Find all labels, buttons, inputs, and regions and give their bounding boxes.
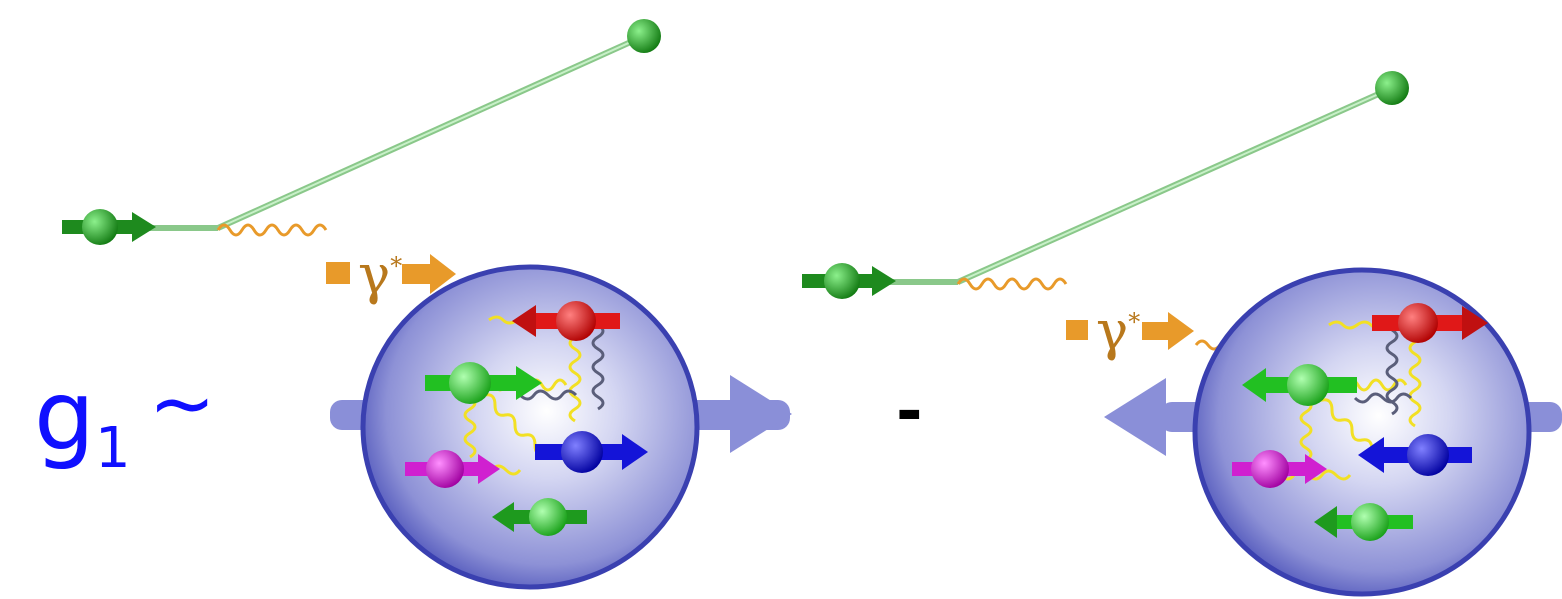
quark-darkgreen	[1314, 503, 1413, 541]
left-panel	[62, 19, 792, 590]
gluon-lines-dark	[1353, 328, 1413, 416]
virtual-photon-line	[216, 223, 328, 237]
quark-magenta	[1232, 450, 1327, 488]
photon-symbol: γ	[358, 243, 391, 306]
photon-star: *	[390, 252, 403, 280]
photon-label-left: γ*	[358, 248, 402, 302]
quark-red	[1372, 303, 1488, 343]
quark-red	[512, 301, 620, 341]
formula-relation: ~	[148, 357, 216, 450]
scattered-lepton	[1375, 71, 1409, 105]
quark-green	[1242, 364, 1357, 406]
quark-blue	[535, 431, 648, 473]
nucleon	[360, 264, 700, 590]
g1-formula: g1~	[34, 364, 216, 477]
formula-subscript: 1	[94, 416, 131, 481]
photon-symbol: γ	[1096, 299, 1129, 362]
photon-spin-arrow	[402, 254, 456, 294]
quark-green	[425, 362, 542, 404]
gluon-lines-dark	[518, 323, 605, 411]
quark-darkgreen	[492, 498, 587, 536]
quark-blue	[1358, 434, 1472, 476]
nucleon	[1192, 267, 1532, 597]
quark-magenta	[405, 450, 500, 488]
photon-label-right: γ*	[1096, 304, 1140, 358]
nucleon-spin-arrow	[1104, 378, 1166, 456]
formula-base: g	[34, 360, 95, 472]
right-panel	[802, 71, 1562, 597]
scattered-lepton	[627, 19, 661, 53]
virtual-photon-line	[956, 277, 1068, 291]
nucleon-spin-arrow	[730, 375, 792, 453]
minus-operator: -	[896, 375, 923, 449]
photon-spin-arrow	[1142, 312, 1194, 350]
photon-star: *	[1128, 308, 1141, 336]
incoming-lepton	[802, 263, 896, 299]
incoming-lepton	[62, 209, 156, 245]
